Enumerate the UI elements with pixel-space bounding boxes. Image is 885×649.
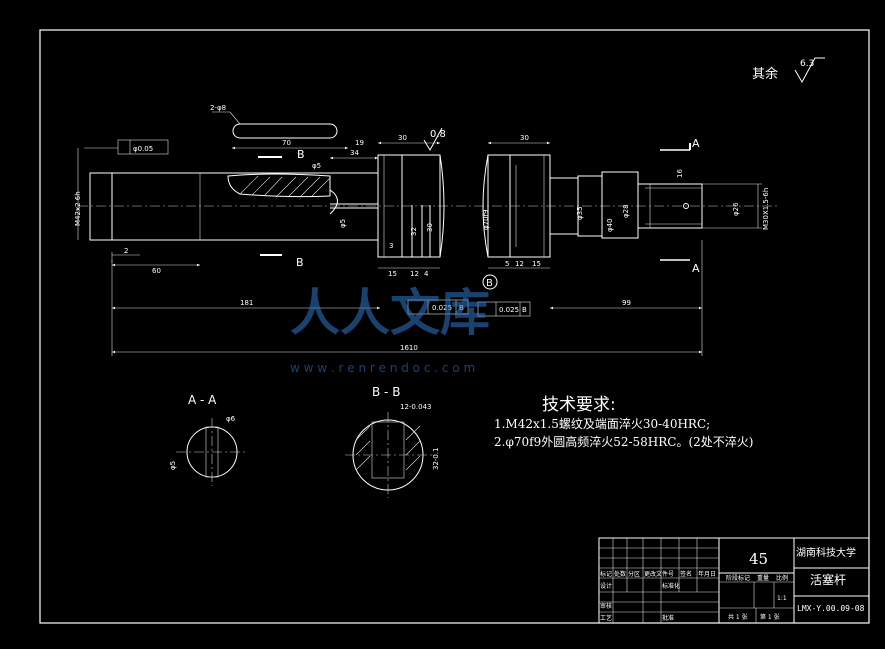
piston-rod-main-view	[89, 154, 703, 258]
dim-15a: 15	[388, 270, 397, 278]
tb-review: 审核	[600, 602, 612, 610]
section-a-top: A	[692, 137, 700, 150]
dim-5b: 5	[505, 260, 509, 268]
section-b-top: B	[297, 148, 305, 161]
tb-label-2: 分区	[628, 570, 640, 578]
dim-15b: 15	[532, 260, 541, 268]
dim-phi005: φ0.05	[133, 145, 153, 153]
dimension-lines: M42x2 6h φ0.05 70 34 19 φ5 φ5 2 60 181 9…	[74, 127, 770, 356]
dim-m30: M30X1.5-6h	[762, 188, 770, 230]
dim-d5-top: φ5	[312, 162, 321, 170]
dim-phi70f9: φ70f9	[482, 210, 490, 230]
drawing-border	[39, 29, 870, 624]
tb-sheet-no: 第 1 张	[760, 613, 780, 621]
requirement-1: 1.M42x1.5螺纹及端面淬火30-40HRC;	[494, 416, 710, 431]
tb-part-name: 活塞杆	[810, 572, 846, 587]
detail-b-marker: B	[486, 278, 493, 289]
dim-12: 12	[410, 270, 419, 278]
dim-phi40: φ40	[606, 218, 614, 232]
dim-30v: 30	[426, 223, 434, 232]
tb-label-4: 签名	[680, 570, 692, 578]
dim-3: 3	[389, 242, 393, 250]
watermark-brand: 人人文库	[290, 284, 490, 342]
dim-phi26: φ26	[732, 202, 740, 216]
tol-ref-2: B	[522, 306, 527, 314]
tb-sheets: 共 1 张	[728, 613, 748, 621]
key-slot-detail: 2-φ8	[210, 104, 338, 139]
dim-99: 99	[622, 299, 631, 307]
roughness-label: 其余	[752, 66, 778, 82]
dim-19: 19	[355, 139, 364, 147]
aa-phi6: φ6	[226, 415, 236, 423]
section-bb-title: B - B	[372, 385, 400, 399]
dim-30a: 30	[398, 134, 407, 142]
tb-scale-label: 比例	[776, 574, 788, 582]
tb-scale-value: 1:1	[777, 595, 787, 602]
tb-weight: 重量	[757, 574, 769, 582]
dim-34: 34	[350, 149, 359, 157]
requirement-2: 2.φ70f9外圆高频淬火52-58HRC。(2处不淬火)	[494, 434, 753, 449]
tb-label-3: 更改文件号	[644, 570, 674, 578]
key-slot-label: 2-φ8	[210, 104, 226, 112]
tb-label-5: 年月日	[698, 570, 716, 578]
dim-181: 181	[240, 299, 253, 307]
dim-30b: 30	[520, 134, 529, 142]
dim-thread: M42x2 6h	[74, 191, 82, 226]
tb-material: 45	[749, 550, 768, 568]
dim-60: 60	[152, 267, 161, 275]
dim-phi35: φ35	[576, 206, 584, 220]
watermark-url: w w w . r e n r e n d o c . c o m	[290, 361, 475, 375]
tb-approve: 批准	[662, 614, 674, 622]
tol-value-2: 0.025	[499, 306, 519, 314]
tb-process: 工艺	[600, 614, 612, 622]
watermark: 人人文库 w w w . r e n r e n d o c . c o m	[290, 284, 490, 375]
dim-70: 70	[282, 139, 291, 147]
dim-16: 16	[676, 169, 684, 178]
roughness-value: 6.3	[800, 59, 814, 69]
tol-ref-1: B	[459, 304, 464, 312]
dim-12b: 12	[515, 260, 524, 268]
dim-d5-side: φ5	[339, 219, 347, 228]
section-markers: B B A A B	[258, 137, 700, 290]
technical-requirements: 技术要求: 1.M42x1.5螺纹及端面淬火30-40HRC; 2.φ70f9外…	[494, 395, 753, 449]
tb-drawing-no: LMX-Y.00.09-08	[797, 604, 865, 613]
tb-stage: 阶段标记	[726, 574, 750, 582]
aa-phi5: φ5	[169, 461, 177, 470]
tb-label-1: 处数	[614, 570, 626, 578]
dim-32: 32	[410, 227, 418, 236]
tb-design: 设计	[600, 582, 612, 590]
tb-std: 标准化	[662, 582, 680, 590]
requirements-heading: 技术要求:	[542, 395, 616, 415]
title-block: 标记 处数 分区 更改文件号 签名 年月日 设计 标准化 审核 工艺 批准 阶段…	[598, 537, 870, 624]
section-b-bottom: B	[296, 256, 304, 269]
bb-depth: 32-0.1	[432, 447, 440, 470]
section-aa-view: A - A φ6 φ5	[169, 393, 248, 486]
tb-label-0: 标记	[600, 570, 612, 578]
section-aa-title: A - A	[188, 393, 217, 407]
bb-width: 12-0.043	[400, 403, 431, 411]
dim-2: 2	[124, 247, 128, 255]
tb-school: 湖南科技大学	[796, 546, 856, 559]
section-a-bottom: A	[692, 262, 700, 275]
section-bb-view: B - B 12-0.043 32-0.1	[345, 385, 440, 498]
dim-phi28: φ28	[622, 204, 630, 218]
roughness-note: 其余 6.3	[752, 57, 825, 84]
tol-value-1: 0.025	[432, 304, 452, 312]
dim-4: 4	[424, 270, 429, 278]
dim-1610: 1610	[400, 344, 418, 352]
